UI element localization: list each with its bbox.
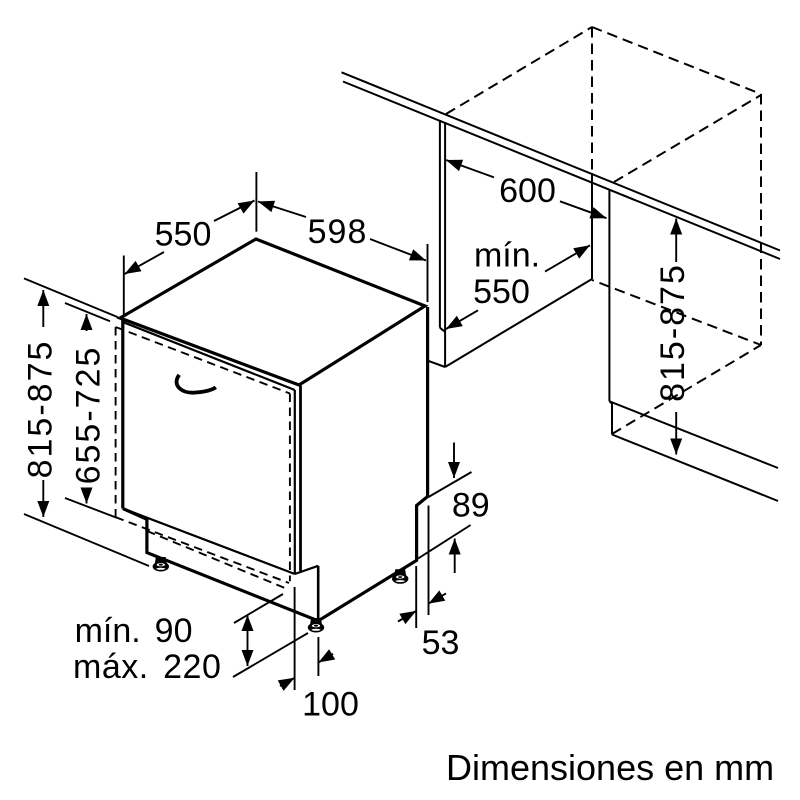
svg-text:89: 89 xyxy=(452,487,490,525)
svg-text:600: 600 xyxy=(499,172,556,210)
svg-text:550: 550 xyxy=(473,273,530,311)
svg-text:mín.: mín. xyxy=(474,236,540,274)
svg-text:100: 100 xyxy=(302,686,359,724)
svg-text:Dimensiones en mm: Dimensiones en mm xyxy=(446,747,774,788)
svg-text:655-725: 655-725 xyxy=(69,346,107,485)
svg-text:815-875: 815-875 xyxy=(21,340,59,479)
svg-text:550: 550 xyxy=(155,216,212,254)
svg-text:máx. 220: máx. 220 xyxy=(73,648,221,686)
svg-text:mín. 90: mín. 90 xyxy=(75,612,193,650)
svg-text:598: 598 xyxy=(308,213,368,251)
svg-text:815-875: 815-875 xyxy=(654,263,692,402)
svg-text:53: 53 xyxy=(422,624,460,662)
